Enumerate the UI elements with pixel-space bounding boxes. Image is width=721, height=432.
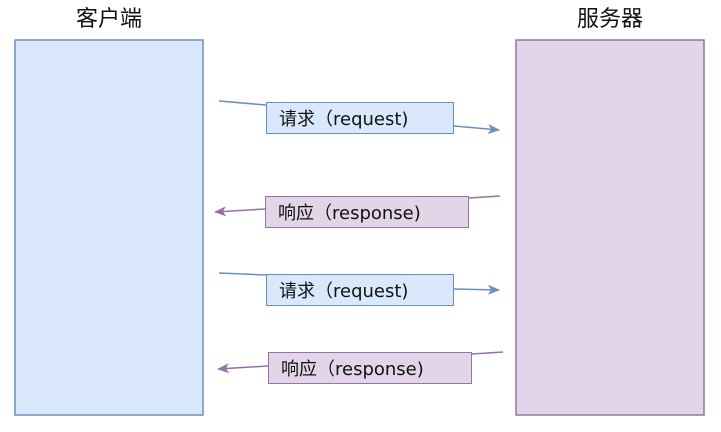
server-box [515, 39, 705, 416]
request-arrow-1-tail [218, 100, 267, 106]
server-title: 服务器 [576, 7, 643, 32]
client-title: 客户端 [75, 7, 142, 32]
response-arrow-1-tail [468, 195, 501, 199]
response-arrow-2-tail [471, 351, 504, 355]
response-label-2: 响应（response) [268, 352, 472, 384]
request-arrow-2-tail [218, 272, 267, 276]
request-arrow-1-head [453, 124, 500, 135]
request-label-2: 请求（request) [266, 274, 454, 306]
response-label-1: 响应（response) [265, 196, 469, 228]
request-arrow-2-head [453, 284, 500, 295]
client-box [14, 39, 204, 416]
response-arrow-1-head [214, 206, 266, 217]
response-arrow-2-head [217, 363, 269, 374]
request-label-1: 请求（request) [266, 102, 454, 134]
